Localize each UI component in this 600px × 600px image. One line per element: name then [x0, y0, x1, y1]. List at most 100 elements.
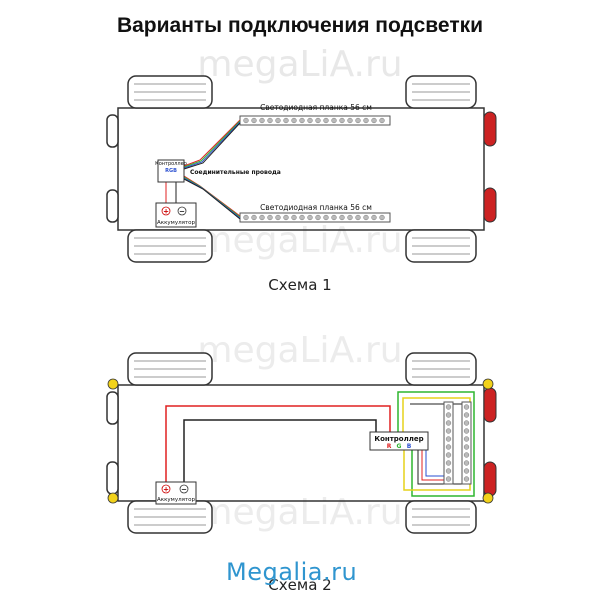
led-dot — [463, 428, 470, 434]
marker-light-rear-top — [482, 378, 494, 390]
led-dot — [275, 214, 281, 221]
headlight-left-top-2 — [106, 391, 119, 425]
headlight-left-top — [106, 114, 119, 148]
led-dot — [445, 468, 452, 474]
marker-light-front-top — [107, 378, 119, 390]
led-dot — [445, 476, 452, 482]
led-dot — [283, 214, 289, 221]
led-dot — [445, 420, 452, 426]
controller-b: B — [407, 443, 412, 450]
led-dot — [445, 460, 452, 466]
battery-label-scheme2: Аккумулятор — [157, 497, 195, 503]
led-dot — [259, 117, 265, 124]
battery-minus-scheme2: − — [181, 486, 187, 494]
led-dot — [463, 452, 470, 458]
led-dot — [347, 117, 353, 124]
led-dot — [299, 117, 305, 124]
led-dot — [463, 444, 470, 450]
led-strip-bottom-label: Светодиодная планка 56 см — [260, 203, 372, 212]
led-dot — [299, 214, 305, 221]
led-dot — [267, 117, 273, 124]
controller-g: G — [397, 443, 402, 450]
led-strip-top-label: Светодиодная планка 56 см — [260, 103, 372, 112]
led-dot — [243, 117, 249, 124]
led-dot — [445, 404, 452, 410]
wheel-bottom-right-2 — [405, 500, 477, 534]
led-dot — [347, 214, 353, 221]
controller-r: R — [387, 443, 392, 450]
led-dot — [355, 117, 361, 124]
led-dot — [243, 214, 249, 221]
led-dot — [445, 436, 452, 442]
led-dot — [323, 214, 329, 221]
taillight-bottom — [483, 187, 497, 223]
battery-scheme2: + − Аккумулятор — [155, 481, 197, 505]
led-strip-top — [239, 115, 391, 126]
led-dot — [251, 214, 257, 221]
scheme2-diagram: megaLiA.ru megaLiA.ru — [106, 330, 497, 534]
wheel-top-right-2 — [405, 352, 477, 386]
led-dot — [315, 214, 321, 221]
headlight-left-bottom-2 — [106, 461, 119, 495]
led-dot — [371, 214, 377, 221]
wheel-top-right — [405, 75, 477, 109]
watermark-top-2: megaLiA.ru — [197, 330, 402, 371]
battery-scheme1: + − Аккумулятор — [155, 202, 197, 228]
led-dot — [463, 460, 470, 466]
battery-plus-scheme2: + — [163, 486, 169, 494]
led-dot — [267, 214, 273, 221]
led-dot — [463, 468, 470, 474]
led-dot — [275, 117, 281, 124]
led-dot — [251, 117, 257, 124]
controller-label-scheme1: Контроллер — [155, 161, 187, 167]
controller-scheme2: Контроллер R G B — [369, 431, 429, 451]
taillight-top — [483, 111, 497, 147]
led-dot — [379, 214, 385, 221]
led-dot — [445, 452, 452, 458]
wheel-bottom-right — [405, 229, 477, 263]
led-dot — [371, 117, 377, 124]
led-dot — [283, 117, 289, 124]
scheme1-diagram: megaLiA.ru megaLiA.ru — [106, 44, 497, 263]
led-dot — [463, 412, 470, 418]
led-dot — [291, 117, 297, 124]
led-dot — [323, 117, 329, 124]
led-dot — [307, 214, 313, 221]
led-dot — [363, 214, 369, 221]
led-dot — [339, 214, 345, 221]
led-dot — [463, 404, 470, 410]
brand-logo-text[interactable]: Megalia.ru — [226, 558, 358, 586]
controller-rgb-scheme1: RGB — [165, 168, 177, 174]
scheme2-caption: Схема 2 — [268, 576, 332, 594]
car-body-outline — [117, 107, 485, 231]
led-dot — [379, 117, 385, 124]
led-dot — [445, 412, 452, 418]
headlight-left-bottom — [106, 189, 119, 223]
wheel-bottom-left — [127, 229, 213, 263]
led-dot — [307, 117, 313, 124]
led-strip-bottom — [239, 212, 391, 223]
led-dot — [331, 214, 337, 221]
led-dot — [363, 117, 369, 124]
controller-scheme1: Контроллер RGB — [155, 159, 187, 183]
marker-light-front-bottom — [107, 492, 119, 504]
wheel-top-left — [127, 75, 213, 109]
taillight-top-2 — [483, 387, 497, 423]
scheme1-caption: Схема 1 — [268, 276, 332, 294]
led-dot — [259, 214, 265, 221]
led-strip-vertical-right — [461, 401, 472, 485]
watermark-bottom-1: megaLiA.ru — [197, 220, 402, 261]
controller-label-scheme2: Контроллер — [374, 435, 423, 443]
led-dot — [463, 436, 470, 442]
wheel-top-left-2 — [127, 352, 213, 386]
marker-light-rear-bottom — [482, 492, 494, 504]
car-body-outline-2 — [117, 384, 485, 502]
watermark-bottom-2: megaLiA.ru — [197, 492, 402, 533]
led-strip-vertical-left — [443, 401, 454, 485]
led-dot — [463, 420, 470, 426]
page-title: Варианты подключения подсветки — [116, 14, 484, 37]
wheel-bottom-left-2 — [127, 500, 213, 534]
led-dot — [331, 117, 337, 124]
